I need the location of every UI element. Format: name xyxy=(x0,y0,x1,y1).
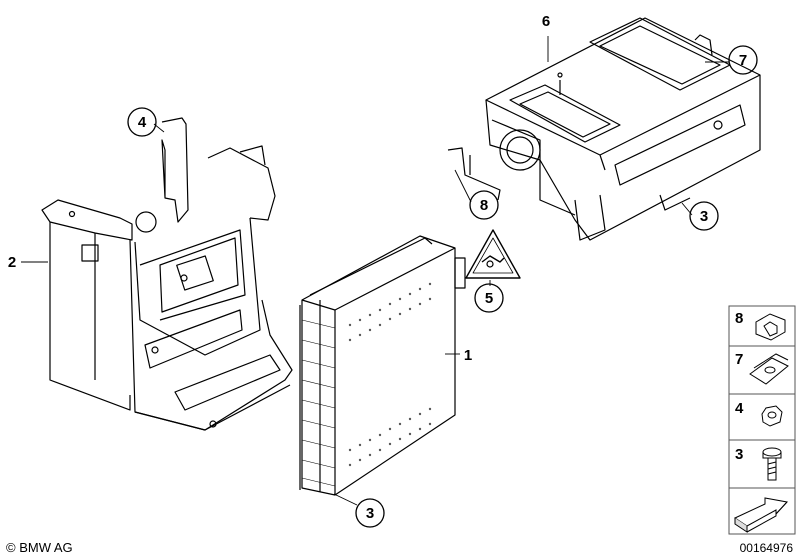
svg-text:1: 1 xyxy=(464,347,472,364)
diagram-number: 00164976 xyxy=(739,541,793,555)
callout-2: 2 xyxy=(8,254,16,271)
spring-nut-icon xyxy=(749,353,789,385)
legend-row-4: 4 xyxy=(735,400,783,427)
svg-text:8: 8 xyxy=(480,197,488,214)
svg-text:5: 5 xyxy=(485,290,493,307)
svg-text:3: 3 xyxy=(700,208,708,225)
callout-6: 6 xyxy=(542,13,550,30)
svg-text:3: 3 xyxy=(735,446,743,463)
svg-text:7: 7 xyxy=(739,52,747,69)
bolt-icon xyxy=(762,447,782,481)
legend-row-3: 3 xyxy=(735,446,782,481)
legend-row-8: 8 xyxy=(735,310,786,341)
warning-label-part-5 xyxy=(465,229,521,279)
callout-8: 8 xyxy=(469,190,499,220)
svg-text:7: 7 xyxy=(735,351,743,368)
callout-4: 4 xyxy=(127,107,157,137)
svg-text:4: 4 xyxy=(735,400,744,417)
svg-text:4: 4 xyxy=(138,114,147,131)
arrow-icon xyxy=(733,497,788,533)
callout-3-amplifier: 3 xyxy=(355,498,385,528)
leader-lines xyxy=(21,36,729,506)
bracket-part-2 xyxy=(41,117,293,431)
amplifier-part-1 xyxy=(299,235,466,496)
callout-3-tray: 3 xyxy=(689,201,719,231)
svg-text:2: 2 xyxy=(8,254,16,271)
small-parts-legend: 8 7 4 3 xyxy=(728,305,796,535)
svg-text:6: 6 xyxy=(542,13,550,30)
callout-7: 7 xyxy=(728,45,758,75)
legend-row-7: 7 xyxy=(735,351,789,385)
svg-text:3: 3 xyxy=(366,505,374,522)
copyright-notice: © BMW AG xyxy=(6,540,73,555)
callout-5: 5 xyxy=(474,283,504,313)
clip-icon xyxy=(755,313,786,341)
svg-text:8: 8 xyxy=(735,310,743,327)
tray-part-6 xyxy=(447,17,761,241)
callout-1: 1 xyxy=(464,347,472,364)
hex-nut-icon xyxy=(761,405,783,427)
